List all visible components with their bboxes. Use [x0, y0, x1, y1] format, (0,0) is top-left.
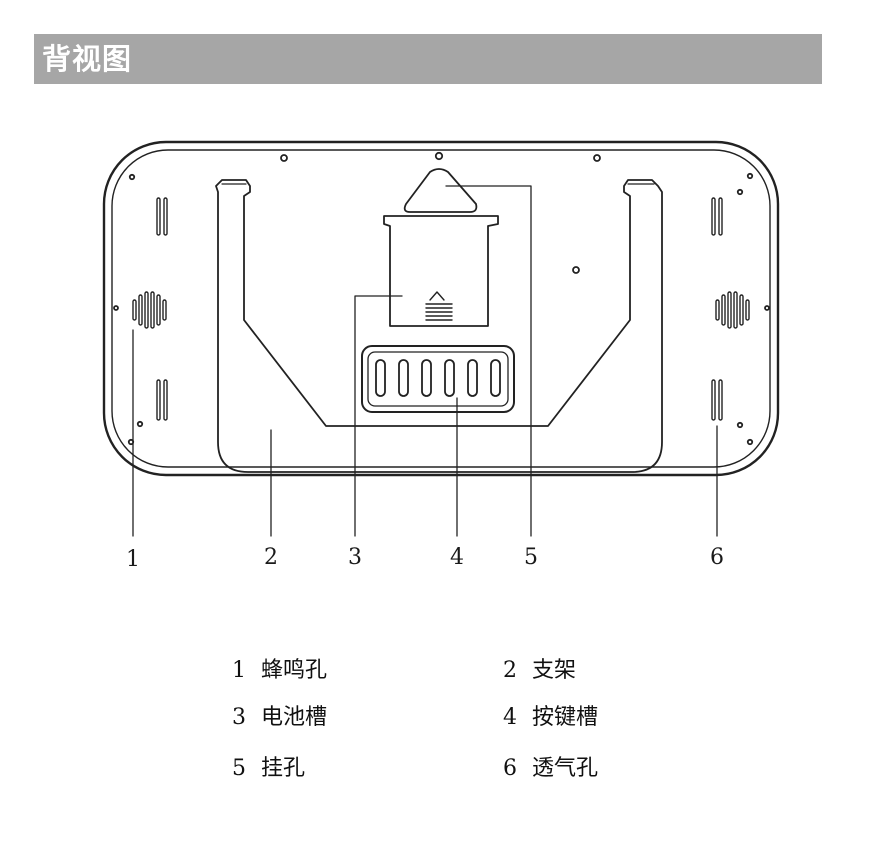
right-vents [711, 197, 750, 421]
legend-item-6: 6 透气孔 [503, 755, 598, 783]
callout-4: 4 [450, 545, 464, 570]
section-title: 背视图 [42, 42, 133, 76]
battery-compartment [383, 215, 499, 327]
callout-3: 3 [348, 545, 362, 570]
leader-lines [132, 185, 718, 537]
button-slot [361, 345, 515, 413]
legend-label: 蜂鸣孔 [261, 658, 328, 683]
hanging-hole [403, 168, 478, 213]
section-header: 背视图 [34, 34, 822, 84]
screw-holes [113, 151, 770, 446]
callout-1: 1 [126, 547, 140, 572]
legend-item-5: 5 挂孔 [232, 755, 305, 783]
legend-num: 3 [232, 705, 246, 730]
legend-label: 按键槽 [532, 705, 599, 730]
legend-label: 挂孔 [261, 756, 306, 781]
buzzer-holes [132, 291, 167, 329]
legend-item-3: 3 电池槽 [232, 704, 327, 732]
legend-num: 6 [503, 756, 517, 781]
legend-label: 透气孔 [532, 756, 599, 781]
legend-num: 1 [232, 658, 246, 683]
device-body [102, 140, 780, 477]
callout-5: 5 [524, 545, 538, 570]
callout-6: 6 [710, 545, 724, 570]
legend-item-4: 4 按键槽 [503, 704, 598, 732]
legend-num: 5 [232, 756, 246, 781]
callout-2: 2 [264, 545, 278, 570]
legend-item-2: 2 支架 [503, 657, 576, 685]
legend-item-1: 1 蜂鸣孔 [232, 657, 327, 685]
legend-label: 电池槽 [261, 705, 328, 730]
left-vents [156, 197, 168, 421]
legend-num: 2 [503, 658, 517, 683]
stand [215, 179, 663, 473]
legend-label: 支架 [532, 658, 577, 683]
legend-num: 4 [503, 705, 517, 730]
